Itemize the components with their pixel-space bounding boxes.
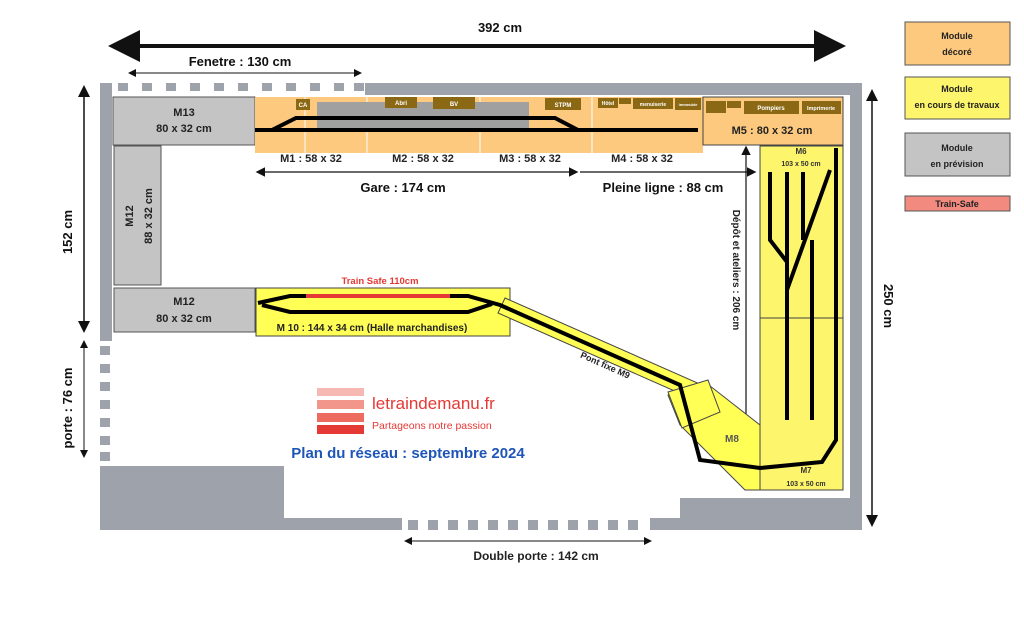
svg-text:M12: M12	[173, 296, 194, 308]
svg-text:Module: Module	[941, 143, 973, 153]
svg-text:103 x 50 cm: 103 x 50 cm	[786, 481, 825, 488]
svg-text:STPM: STPM	[555, 103, 572, 109]
label-m3: M3 : 58 x 32	[499, 153, 561, 165]
label-m1: M1 : 58 x 32	[280, 153, 342, 165]
label-m4: M4 : 58 x 32	[611, 153, 673, 165]
modules-m1-m4[interactable]	[255, 97, 703, 153]
svg-text:en cours de travaux: en cours de travaux	[914, 100, 999, 110]
svg-text:80 x 32 cm: 80 x 32 cm	[156, 313, 212, 325]
legend-prevision: Module en prévision	[904, 132, 1011, 177]
m8-label: M8	[725, 434, 739, 445]
gare-label: Gare : 174 cm	[360, 180, 445, 195]
module-m12-vertical[interactable]: M12 88 x 32 cm	[113, 145, 162, 286]
svg-text:Hôtel: Hôtel	[602, 101, 615, 107]
svg-text:M5 : 80 x 32 cm: M5 : 80 x 32 cm	[732, 125, 813, 137]
height-left-label: 152 cm	[60, 210, 75, 254]
svg-text:Module: Module	[941, 84, 973, 94]
svg-text:80 x 32 cm: 80 x 32 cm	[156, 123, 212, 135]
svg-text:M 10 : 144 x 34 cm (Halle ma: M 10 : 144 x 34 cm (Halle marchandises)	[277, 323, 468, 334]
svg-text:CA: CA	[299, 103, 308, 109]
svg-text:M6: M6	[795, 147, 807, 156]
depot-label: Dépôt et ateliers : 206 cm	[730, 210, 741, 331]
svg-text:103 x 50 cm: 103 x 50 cm	[781, 161, 820, 168]
svg-text:M13: M13	[173, 107, 194, 119]
platform	[317, 102, 529, 129]
svg-text:Module: Module	[941, 31, 973, 41]
height-right-label: 250 cm	[881, 284, 896, 328]
legend-train-safe: Train-Safe	[904, 195, 1011, 212]
module-m5[interactable]: M5 : 80 x 32 cm	[702, 96, 844, 146]
buildings: CA Abri BV STPM Hôtel menuiserie immeubl…	[296, 97, 841, 114]
svg-text:décoré: décoré	[942, 47, 972, 57]
svg-text:88 x 32 cm: 88 x 32 cm	[143, 188, 155, 244]
svg-text:Train-Safe: Train-Safe	[935, 199, 979, 209]
pleine-ligne-label: Pleine ligne : 88 cm	[603, 180, 724, 195]
legend-decore: Module décoré	[904, 21, 1011, 66]
module-m13[interactable]: M13 80 x 32 cm	[112, 96, 256, 146]
fenetre-label: Fenetre : 130 cm	[189, 54, 292, 69]
svg-text:Pompiers: Pompiers	[757, 106, 785, 112]
module-m7[interactable]: M7 103 x 50 cm	[759, 317, 844, 491]
train-safe-label: Train Safe 110cm	[341, 276, 418, 287]
svg-text:menuiserie: menuiserie	[640, 102, 667, 108]
double-porte-label: Double porte : 142 cm	[473, 549, 598, 563]
logo: letraindemanu.fr Partageons notre passio…	[317, 388, 495, 434]
legend-travaux: Module en cours de travaux	[904, 76, 1011, 120]
room-walls	[100, 83, 862, 530]
svg-text:en prévision: en prévision	[930, 159, 983, 169]
svg-text:Imprimerie: Imprimerie	[807, 106, 835, 112]
legend: Module décoré Module en cours de travaux…	[904, 21, 1011, 212]
width-label: 392 cm	[478, 20, 522, 35]
logo-tagline: Partageons notre passion	[372, 420, 492, 432]
svg-text:Abri: Abri	[395, 101, 407, 107]
svg-text:M7: M7	[800, 466, 812, 475]
label-m2: M2 : 58 x 32	[392, 153, 454, 165]
svg-text:M12: M12	[124, 205, 136, 226]
module-m12[interactable]: M12 80 x 32 cm	[113, 287, 256, 333]
svg-text:BV: BV	[450, 102, 458, 108]
svg-text:immeuble: immeuble	[679, 102, 698, 107]
logo-site: letraindemanu.fr	[372, 394, 495, 413]
plan-title: Plan du réseau : septembre 2024	[291, 445, 525, 462]
porte-label: porte : 76 cm	[60, 368, 75, 449]
